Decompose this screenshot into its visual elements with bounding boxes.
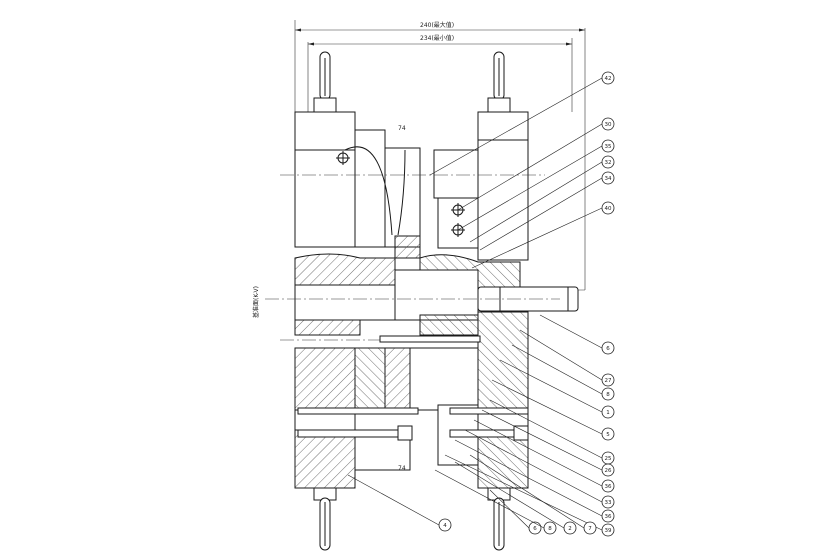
- part-bottom-balloon-label: 2: [568, 526, 572, 532]
- eye-bolt-top-right: [487, 51, 511, 113]
- part-balloon-label: 35: [605, 144, 612, 150]
- dimension-inner-width: 234(最小值): [307, 34, 573, 112]
- part-bottom-balloon-label: 7: [588, 526, 592, 532]
- left-clamp-plate: [294, 111, 421, 248]
- part-balloon-label: 8: [606, 392, 610, 398]
- part-balloon-label: 27: [605, 378, 612, 384]
- bottom-balloons: 4 6 8 2 7: [347, 454, 597, 535]
- part-balloon: [601, 495, 615, 509]
- part-leader: [479, 177, 603, 251]
- part-balloon: [601, 523, 615, 537]
- part-bottom-balloon-label: 6: [533, 526, 537, 532]
- part-balloon: [601, 341, 615, 355]
- eye-bolt-bottom-right: [487, 487, 511, 551]
- part-bottom-balloon: [583, 521, 597, 535]
- part-leader: [429, 77, 603, 176]
- part-balloon: [601, 387, 615, 401]
- part-leader: [491, 379, 603, 435]
- part-balloon: [601, 463, 615, 477]
- mark-bottom: 74: [398, 465, 406, 472]
- part-bottom-balloon: [438, 518, 452, 532]
- part-balloon-label: 42: [605, 76, 612, 82]
- part-balloon-label: 25: [605, 456, 612, 462]
- part-balloon: [601, 201, 615, 215]
- part-bottom-leader: [469, 454, 585, 529]
- part-leader: [519, 329, 603, 381]
- part-bottom-balloon-label: 8: [548, 526, 552, 532]
- part-balloon-label: 32: [605, 160, 612, 166]
- part-leader: [481, 409, 603, 471]
- inner-width-label: 234(最小值): [420, 34, 454, 42]
- eye-bolt-bottom-left: [313, 487, 337, 551]
- part-leader: [457, 145, 603, 231]
- part-leader: [464, 429, 603, 503]
- part-balloon: [601, 427, 615, 441]
- part-leader: [539, 314, 603, 349]
- part-bottom-leader: [489, 489, 530, 529]
- mold-core-section: [294, 235, 521, 336]
- datum-label: 基准面(K-V): [252, 286, 260, 318]
- part-balloon-label: 33: [605, 500, 612, 506]
- part-leader: [454, 439, 603, 517]
- part-bottom-balloon-label: 4: [443, 523, 447, 529]
- part-bottom-balloon: [543, 521, 557, 535]
- part-leader: [469, 161, 603, 243]
- part-leader: [489, 399, 603, 459]
- part-balloon: [601, 71, 615, 85]
- part-bottom-leader: [434, 469, 545, 529]
- part-balloon-label: 1: [606, 410, 610, 416]
- cap-screws: [297, 335, 529, 441]
- eye-bolt-top-left: [313, 51, 337, 113]
- part-bottom-leader: [454, 461, 565, 529]
- part-balloon: [601, 405, 615, 419]
- part-balloon-label: 5: [606, 432, 610, 438]
- part-leader: [473, 419, 603, 487]
- dimension-overall-width: 240(最大值): [294, 20, 586, 290]
- part-balloon-label: 39: [605, 528, 612, 534]
- part-balloon-label: 40: [605, 206, 612, 212]
- part-balloon-label: 34: [605, 176, 612, 182]
- sprue-bushing-rod: [477, 286, 579, 312]
- right-clamp-plate: [433, 111, 529, 261]
- mark-top: 74: [398, 125, 406, 132]
- part-balloon: [601, 139, 615, 153]
- part-leader: [499, 359, 603, 413]
- part-balloon-label: 30: [605, 122, 612, 128]
- part-balloon-label: 36: [605, 514, 612, 520]
- part-leader: [511, 344, 603, 395]
- part-balloon-label: 6: [606, 346, 610, 352]
- part-balloon-label: 26: [605, 468, 612, 474]
- part-leader: [471, 207, 603, 269]
- part-leader: [444, 454, 603, 531]
- part-bottom-leader: [347, 474, 440, 526]
- part-balloon: [601, 171, 615, 185]
- part-bottom-balloon: [563, 521, 577, 535]
- part-balloon: [601, 479, 615, 493]
- part-leader: [457, 123, 603, 211]
- cooling-hose: [344, 146, 393, 236]
- part-balloon: [601, 155, 615, 169]
- fitting-markers: [336, 151, 465, 237]
- part-balloon: [601, 117, 615, 131]
- overall-width-label: 240(最大值): [420, 21, 454, 29]
- part-balloon-label: 36: [605, 484, 612, 490]
- part-balloon: [601, 509, 615, 523]
- part-balloon: [601, 373, 615, 387]
